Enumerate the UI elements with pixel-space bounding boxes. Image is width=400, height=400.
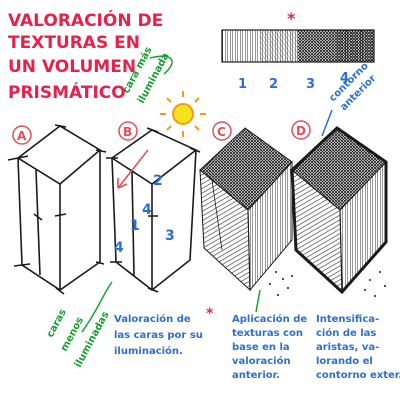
scale-swatch-4-overlay <box>336 30 374 62</box>
svg-text:valoración: valoración <box>232 355 291 367</box>
face-number-3: 3 <box>165 228 175 244</box>
scale-swatch-2-overlay <box>260 30 298 62</box>
scale-number-1: 1 <box>238 77 247 92</box>
annotation-application: Aplicación de texturas con base en la va… <box>232 313 307 381</box>
step-marker-b: B <box>118 121 138 141</box>
svg-text:B: B <box>123 125 132 139</box>
title: VALORACIÓN DE TEXTURAS EN UN VOLUMEN PRI… <box>8 9 163 103</box>
scale-number-2: 2 <box>269 77 278 92</box>
annotation-contour: contorno anterior <box>327 61 378 114</box>
svg-text:texturas con: texturas con <box>232 328 303 339</box>
sun-icon <box>160 91 206 137</box>
annotation-intensification: Intensifica- ción de las aristas, va- lo… <box>316 314 400 381</box>
title-line-3: UN VOLUMEN <box>8 57 136 77</box>
prism-c <box>199 127 293 292</box>
arrow-application <box>255 289 261 313</box>
scale-swatch-1 <box>222 30 260 62</box>
svg-text:anterior.: anterior. <box>232 370 280 381</box>
step-marker-a: A <box>12 125 32 145</box>
step-markers: A B C D <box>12 120 311 145</box>
prism-d-contour <box>290 126 388 295</box>
title-line-1: VALORACIÓN DE <box>8 9 163 31</box>
scale-number-4: 4 <box>340 71 349 86</box>
svg-text:Valoración de: Valoración de <box>114 313 191 325</box>
prism-b: 2 4 1 4 3 <box>106 127 201 293</box>
svg-text:D: D <box>296 124 306 138</box>
scale-number-3: 3 <box>306 77 315 92</box>
svg-text:lorando el: lorando el <box>316 356 373 367</box>
arrow-darker-faces <box>81 281 113 333</box>
arrow-to-lit-face <box>117 149 149 189</box>
svg-text:aristas, va-: aristas, va- <box>316 342 379 353</box>
prism-d <box>290 126 388 295</box>
step-marker-c: C <box>212 121 232 141</box>
svg-text:C: C <box>217 125 226 139</box>
svg-text:Intensifica-: Intensifica- <box>316 314 379 325</box>
texture-scale: * 1 2 3 4 <box>221 9 375 92</box>
face-number-1: 1 <box>130 218 140 234</box>
face-number-4a: 4 <box>142 202 152 218</box>
face-number-2: 2 <box>153 173 163 189</box>
face-number-4b: 4 <box>114 240 124 256</box>
prism-a <box>7 124 107 295</box>
annotation-valuation: Valoración de las caras por su iluminaci… <box>114 313 203 357</box>
prism-c-right <box>247 160 293 292</box>
svg-text:iluminación.: iluminación. <box>114 345 183 357</box>
arrow-contour <box>321 109 333 137</box>
ground-stipple <box>269 271 386 297</box>
scale-swatch-3 <box>298 30 336 62</box>
svg-text:las caras por su: las caras por su <box>114 330 203 341</box>
svg-text:A: A <box>17 129 27 143</box>
svg-text:ción de las: ción de las <box>316 327 376 339</box>
arrow-lit-face <box>149 55 173 75</box>
annotation-darker-faces: caras menos iluminadas <box>45 307 112 369</box>
step-marker-d: D <box>291 120 311 140</box>
title-line-2: TEXTURAS EN <box>8 33 140 53</box>
svg-text:contorno exter.: contorno exter. <box>316 370 400 381</box>
valuation-asterisk: * <box>206 306 214 322</box>
svg-text:base en la: base en la <box>232 342 290 353</box>
scale-asterisk: * <box>287 9 296 28</box>
title-line-4: PRISMÁTICO <box>8 81 126 103</box>
svg-text:Aplicación de: Aplicación de <box>232 313 307 325</box>
